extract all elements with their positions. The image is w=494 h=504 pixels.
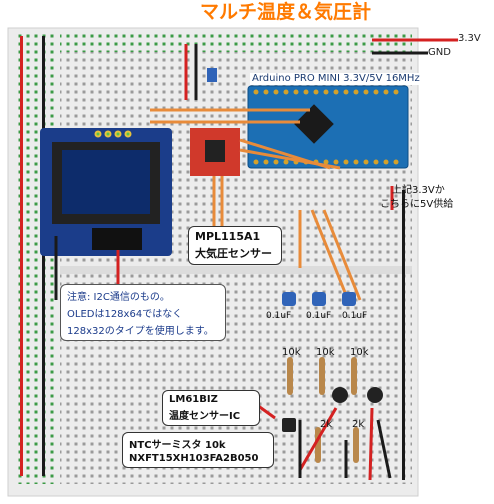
oled-header-pins-green [96, 132, 130, 136]
capacitor-2 [312, 292, 326, 306]
resistor-label-bottom-1: 2k [320, 419, 333, 430]
resistor-label-top-1: 10k [282, 347, 301, 358]
diagram-title: マルチ温度＆気圧計 [200, 1, 372, 23]
rail-label-3v3: 3.3V [458, 33, 481, 44]
mpl-callout: MPL115A1 大気圧センサー [188, 226, 282, 265]
supply-note-line-2: こちらに5V供給 [380, 199, 454, 210]
resistor-group [287, 357, 359, 463]
right-rail-black [402, 190, 405, 480]
arduino-pins-bottom [253, 159, 399, 165]
mpl-callout-line-1: MPL115A1 [195, 230, 261, 243]
lm61-callout-line-1: LM61BIZ [169, 394, 218, 405]
oled-note-line-2: OLEDは128x64ではなく [67, 309, 183, 320]
oled-screen [62, 150, 150, 214]
resistor-label-bottom-2: 2k [352, 419, 365, 430]
ntc-callout-line-1: NTCサーミスタ 10k [129, 440, 226, 451]
rail-label-gnd: GND [428, 47, 451, 58]
oled-note-line-1: 注意: I2C通信のもの。 [67, 292, 170, 303]
resistor-label-top-3: 10k [350, 347, 369, 358]
lm61-callout-line-2: 温度センサーIC [169, 411, 241, 422]
mpl115a1-chip [205, 140, 225, 162]
supply-note-line-1: 上記3.3Vか [392, 185, 445, 196]
lm61-callout: LM61BIZ 温度センサーIC [162, 390, 260, 426]
capacitor-3 [342, 292, 356, 306]
arduino-label: Arduino PRO MINI 3.3V/5V 16MHz [250, 73, 422, 85]
resistor-label-top-2: 10k [316, 347, 335, 358]
left-rail-black [42, 36, 45, 476]
arduino-pins-top [253, 89, 399, 95]
oled-note-line-3: 128x32のタイプを使用します。 [67, 326, 214, 337]
oled-note-callout: 注意: I2C通信のもの。 OLEDは128x64ではなく 128x32のタイプ… [60, 284, 226, 341]
black-wires-lower [298, 419, 392, 479]
ntc-thermistor-1 [332, 387, 348, 403]
ntc-callout-line-2: NXFT15XH103FA2B050 [129, 453, 259, 464]
capacitor-label-1: 0.1uF [266, 311, 292, 321]
ntc-callout: NTCサーミスタ 10k NXFT15XH103FA2B050 [122, 432, 274, 468]
mpl-callout-line-2: 大気圧センサー [195, 247, 272, 260]
left-rail-red [20, 36, 23, 476]
top-power-strip-holes [60, 34, 412, 52]
top-capacitor [207, 68, 217, 82]
capacitor-label-3: 0.1uF [342, 311, 368, 321]
orange-wires [150, 108, 362, 301]
oled-connector [92, 228, 142, 250]
capacitor-1 [282, 292, 296, 306]
lm61-sensor [282, 418, 296, 432]
capacitor-label-2: 0.1uF [306, 311, 332, 321]
center-divider [60, 266, 412, 274]
capacitor-group [282, 292, 356, 306]
ntc-thermistor-2 [367, 387, 383, 403]
